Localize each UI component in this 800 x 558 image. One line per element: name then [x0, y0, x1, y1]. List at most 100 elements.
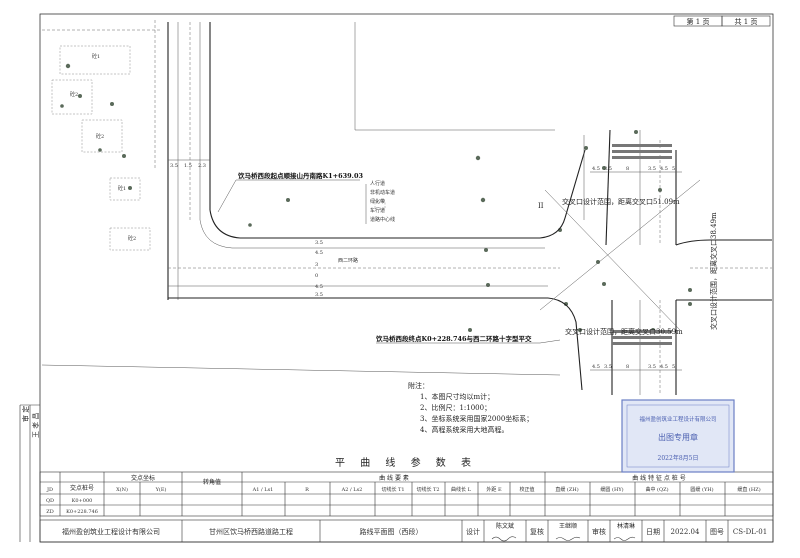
- building: [109, 177, 141, 201]
- dim-label: 3.5: [170, 163, 178, 169]
- dim-label: 3.5: [315, 240, 323, 246]
- date-value: 2022.04: [671, 528, 700, 536]
- notes: 附注： 1、本图尺寸均以m计； 2、比例尺：1:1000； 3、坐标系统采用国家…: [408, 381, 533, 434]
- dim-label: 4.5: [660, 364, 668, 370]
- annotation-end: 饮马桥西段终点K0+228.746与西二环路十字型平交: [375, 334, 532, 343]
- notes-heading: 附注：: [408, 381, 429, 390]
- road-west-branch: [167, 22, 241, 300]
- stamp-line: 福州盈创筑业工程设计有限公司: [639, 415, 716, 423]
- header-j: 校正值: [519, 486, 534, 493]
- dim-label: 8: [626, 364, 629, 370]
- header-angle: 转角值: [203, 478, 221, 486]
- project-name: 甘州区饮马桥西路道路工程: [209, 527, 293, 536]
- dim-label: 5: [672, 364, 675, 370]
- building-label: 砼2: [96, 133, 104, 140]
- curve-table-title: 平 曲 线 参 数 表: [335, 456, 477, 469]
- curve-table: 平 曲 线 参 数 表 JD QD ZD 交点桩号 交点坐标 X(N) Y(E)…: [39, 456, 774, 517]
- road-name-mark: 西二环路: [338, 257, 358, 264]
- dim-label: 2.3: [198, 163, 206, 169]
- drawing-no: CS-DL-01: [733, 528, 767, 536]
- stamp-line: 出图专用章: [658, 432, 698, 442]
- checker-name: 王继顺: [559, 522, 577, 530]
- date-label: 日期: [646, 528, 660, 536]
- note-item: 3、坐标系统采用国家2000坐标系；: [420, 414, 533, 423]
- dim-label: 8: [626, 166, 629, 172]
- approval-strip: 审 定 王 孝 昌: [19, 404, 40, 542]
- annotation-start: 饮马桥西段起点顺接山丹南路K1+639.03: [237, 171, 363, 180]
- dimension-top: 3.5 1.5 2.3: [168, 159, 210, 169]
- legend-item: 绿化带: [370, 198, 385, 205]
- legend: 人行道 非机动车道 绿化带 车行道 道路中心线: [365, 180, 395, 224]
- stamp-line: 2022年8月5日: [658, 454, 699, 462]
- dim-label: 3.5: [604, 364, 612, 370]
- header-feature-group: 曲 线 特 征 点 桩 号: [632, 474, 685, 482]
- dim-label: 4.5: [315, 284, 323, 290]
- header-qz: 曲中 (QZ): [645, 486, 668, 493]
- dimension-right-top: 4.5 3.5 8 3.5 4.5 5: [590, 166, 682, 173]
- dim-label: 3.5: [648, 364, 656, 370]
- existing-buildings: 砼1 砼2 砼2 砼1 砼2: [42, 20, 160, 251]
- designer-name: 陈文斌: [496, 522, 514, 530]
- building-label: 砼2: [70, 91, 78, 98]
- building: [81, 119, 123, 153]
- crosswalk-north: [612, 144, 672, 159]
- header-e: 外距 E: [486, 486, 502, 493]
- building-label: 砼1: [92, 53, 100, 60]
- building: [51, 79, 93, 115]
- plan-annotations: 饮马桥西段起点顺接山丹南路K1+639.03 饮马桥西段终点K0+228.746…: [217, 171, 718, 344]
- approval-label: 审 定: [21, 406, 30, 422]
- building-label: 砼2: [128, 235, 136, 242]
- header-hz: 缓直 (HZ): [737, 486, 760, 493]
- parcel-lines: [41, 22, 561, 376]
- dim-label: 3.5: [604, 166, 612, 172]
- table-row-jd-no: K0+228.746: [66, 509, 98, 515]
- legend-item: 非机动车道: [370, 189, 395, 196]
- legend-item: 车行道: [370, 207, 385, 214]
- building: [109, 227, 151, 251]
- row-label-jd: JD: [46, 487, 53, 493]
- dim-label: 5: [672, 166, 675, 172]
- note-item: 1、本图尺寸均以m计；: [420, 392, 494, 401]
- company-name: 福州盈创筑业工程设计有限公司: [62, 527, 160, 536]
- header-a2: A2 / Ls2: [341, 487, 363, 493]
- header-a1: A1 / Ls1: [252, 487, 274, 493]
- dim-label: 4.5: [592, 364, 600, 370]
- row-label-zd: ZD: [46, 509, 53, 515]
- legend-item: 人行道: [370, 180, 385, 187]
- section-mark: II: [538, 202, 544, 210]
- table-row-jd-no: K0+000: [72, 498, 93, 504]
- header-jd-no: 交点桩号: [70, 484, 94, 492]
- header-l: 曲线长 L: [451, 486, 472, 493]
- check-label: 复核: [530, 527, 544, 536]
- approval-signature: 王 孝 昌: [32, 413, 40, 438]
- building: [59, 45, 131, 75]
- dim-label: 3: [315, 262, 318, 268]
- drawing-title: 路线平面图（西段）: [360, 527, 423, 536]
- row-label-qd: QD: [46, 498, 54, 504]
- header-yh: 圆缓 (YH): [690, 486, 713, 493]
- header-r: R: [305, 487, 309, 493]
- header-x: X(N): [116, 486, 128, 493]
- note-item: 2、比例尺：1:1000；: [420, 403, 491, 412]
- header-zh: 直缓 (ZH): [555, 486, 578, 493]
- review-label: 审核: [592, 527, 606, 536]
- dim-label: 4.5: [660, 166, 668, 172]
- page-number: 第 1 页: [687, 17, 710, 26]
- header-hy: 缓圆 (HY): [600, 486, 623, 493]
- checker-signature: [555, 536, 581, 541]
- designer-signature: [491, 536, 517, 542]
- building-label: 砼1: [118, 185, 126, 192]
- note-item: 4、高程系统采用大地高程。: [420, 425, 508, 434]
- road-main: 西二环路: [168, 149, 586, 391]
- page-counter: 第 1 页 共 1 页: [673, 15, 771, 27]
- page-total: 共 1 页: [735, 17, 758, 26]
- header-curve-group: 曲 线 要 素: [379, 474, 409, 482]
- header-t1: 切线长 T1: [381, 486, 404, 493]
- company-stamp: 福州盈创筑业工程设计有限公司 出图专用章 2022年8月5日: [621, 399, 735, 473]
- dim-label: 4.5: [315, 250, 323, 256]
- legend-item: 道路中心线: [370, 216, 395, 223]
- dimension-right-bottom: 4.5 3.5 8 3.5 4.5 5: [590, 364, 682, 371]
- dimension-vertical: 3.5 4.5 3 0 4.5 3.5: [315, 240, 323, 298]
- title-block: 福州盈创筑业工程设计有限公司 甘州区饮马桥西路道路工程 路线平面图（西段） 设计…: [39, 519, 774, 543]
- header-y: Y(E): [155, 486, 167, 493]
